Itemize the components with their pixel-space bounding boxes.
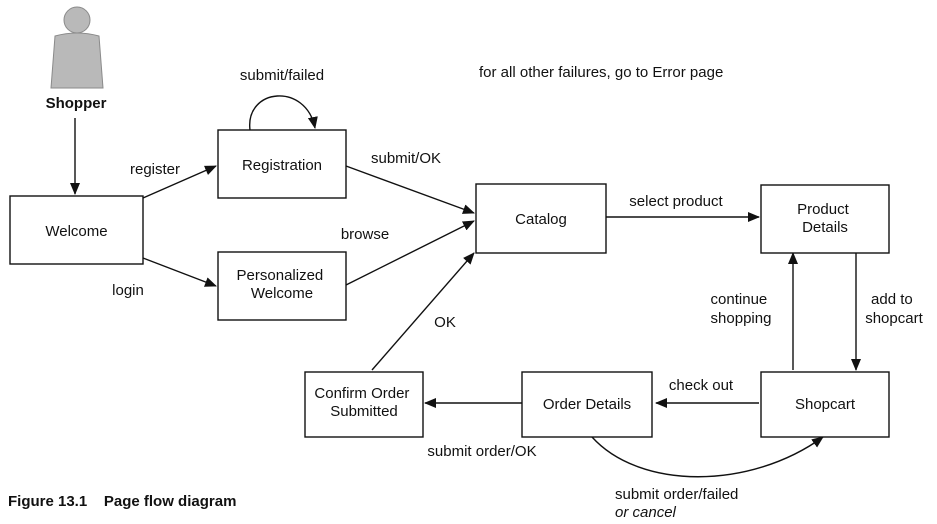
node-order-details: Order Details [521,371,653,438]
node-registration: Registration [217,129,347,199]
edge-submit-failed [249,95,318,131]
label-ok: OK [434,314,456,331]
shopper-actor: Shopper [46,6,107,112]
figure-caption: Figure 13.1 Page flow diagram [8,493,236,510]
edge-labels: register login submit/failed submit/OK b… [112,67,923,521]
node-shopcart: Shopcart [760,371,890,438]
node-product-details: Product Details [760,184,890,254]
failures-note: for all other failures, go to Error page [479,64,723,81]
node-product-details-label: Product Details [797,201,853,236]
label-submit-failed: submit/failed [240,67,324,84]
edge-register [142,165,217,199]
node-order-details-label: Order Details [543,396,631,413]
label-login: login [112,282,144,299]
edge-ok [371,252,475,371]
label-add-to-shopcart: add to shopcart [865,291,923,327]
figure-number: Figure 13.1 [8,493,88,510]
node-confirm-order-submitted: Confirm Order Submitted [304,371,424,438]
actor-name: Shopper [46,95,107,112]
label-check-out: check out [669,377,734,394]
label-select-product: select product [629,193,723,210]
label-register: register [130,161,180,178]
node-shopcart-label: Shopcart [795,396,856,413]
label-browse: browse [341,226,389,243]
figure-title: Page flow diagram [103,493,237,510]
edge-submit-ok [345,165,475,214]
label-continue-shopping: continue shopping [711,291,772,327]
node-confirm-order-label: Confirm Order Submitted [314,385,413,420]
edge-submit-order-failed [591,436,824,478]
node-welcome: Welcome [9,195,144,265]
edges [70,95,861,478]
edge-login [142,257,217,287]
node-welcome-label: Welcome [45,223,107,240]
node-personalized-welcome-label: Personalized Welcome [237,267,328,302]
node-catalog: Catalog [475,183,607,254]
edge-browse [345,220,475,286]
node-personalized-welcome: Personalized Welcome [217,251,347,321]
label-submit-order-ok: submit order/OK [427,443,536,460]
node-registration-label: Registration [242,157,322,174]
label-submit-ok: submit/OK [371,150,441,167]
label-submit-order-failed: submit order/failed or cancel [615,486,743,521]
node-catalog-label: Catalog [515,211,567,228]
person-icon [50,6,104,89]
